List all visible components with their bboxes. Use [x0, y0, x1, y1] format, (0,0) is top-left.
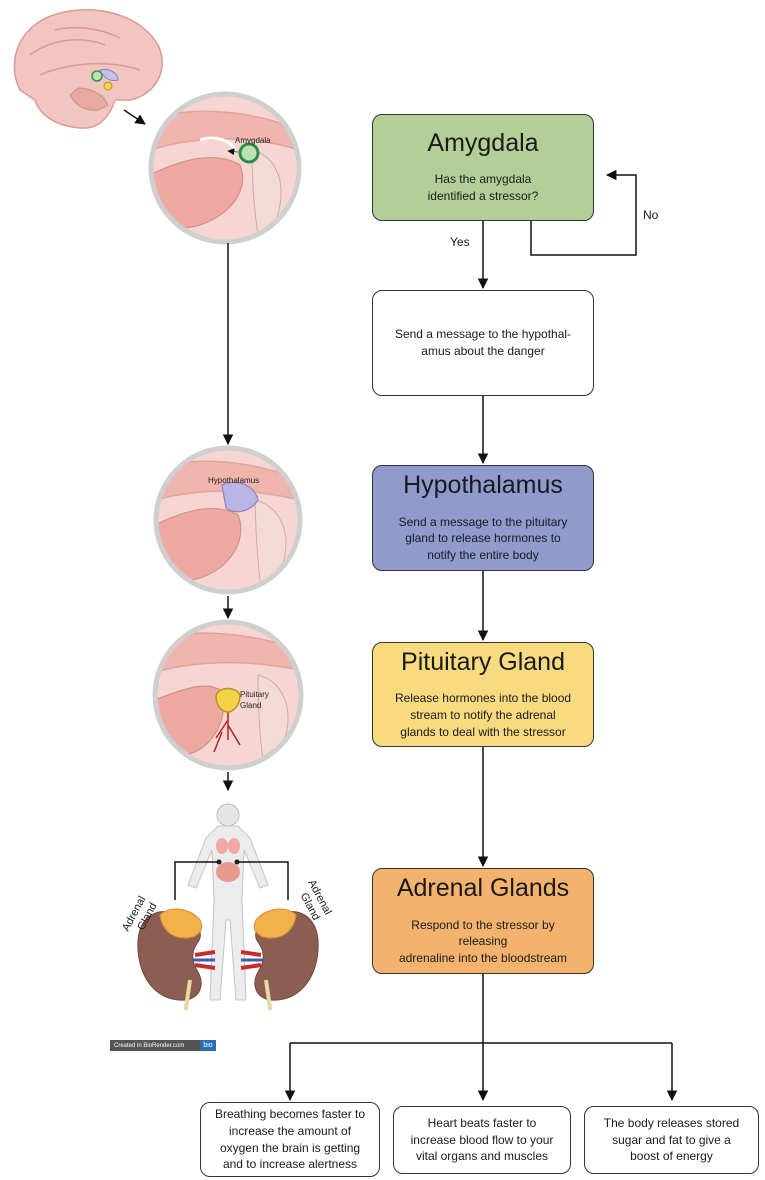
node-adrenal-desc: Respond to the stressor by releasing adr…: [398, 917, 568, 966]
node-amygdala-title: Amygdala: [427, 128, 539, 157]
edge-label-yes: Yes: [450, 235, 470, 249]
node-amygdala-desc: Has the amygdala identified a stressor?: [427, 172, 539, 204]
node-adrenal-glands: Adrenal Glands Respond to the stressor b…: [372, 868, 594, 974]
zoom-arrow: [123, 109, 146, 125]
node-adrenal-title: Adrenal Glands: [396, 874, 570, 903]
amygdala-illustration-label: Amygdala: [235, 136, 271, 145]
pituitary-zoom-illustration: [152, 619, 304, 771]
node-amygdala: Amygdala Has the amygdala identified a s…: [372, 114, 594, 221]
edge-adrenal-branch: [290, 974, 672, 1044]
biorender-credit-text: Created in BioRender.com: [114, 1043, 185, 1049]
node-pituitary-desc: Release hormones into the blood stream t…: [394, 691, 572, 739]
node-pituitary-title: Pituitary Gland: [401, 647, 565, 676]
outcome-energy-text: The body releases stored sugar and fat t…: [603, 1115, 740, 1164]
node-hypothalamus: Hypothalamus Send a message to the pitui…: [372, 465, 594, 571]
outcome-heart-text: Heart beats faster to increase blood flo…: [410, 1115, 554, 1164]
hypothalamus-zoom-illustration: [153, 445, 303, 595]
amygdala-zoom-illustration: [148, 91, 302, 245]
edge-amygdala-no-loop: [530, 169, 637, 256]
biorender-logo: bio: [200, 1040, 216, 1051]
edge-label-no: No: [643, 208, 659, 222]
node-send-message: Send a message to the hypothal- amus abo…: [372, 290, 594, 396]
outcome-heart: Heart beats faster to increase blood flo…: [393, 1106, 571, 1174]
node-hypothalamus-title: Hypothalamus: [403, 471, 563, 500]
brain-overview-illustration: [13, 9, 163, 129]
outcome-breathing: Breathing becomes faster to increase the…: [200, 1102, 380, 1177]
outcome-breathing-text: Breathing becomes faster to increase the…: [214, 1106, 366, 1172]
outcome-energy: The body releases stored sugar and fat t…: [584, 1106, 759, 1174]
hypothalamus-illustration-label: Hypothalamus: [208, 476, 259, 485]
node-send-message-desc: Send a message to the hypothal- amus abo…: [394, 327, 572, 358]
body-kidneys-illustration: [137, 803, 319, 1011]
node-hypothalamus-desc: Send a message to the pituitary gland to…: [398, 514, 568, 563]
node-pituitary-gland: Pituitary Gland Release hormones into th…: [372, 642, 594, 747]
biorender-credit: Created in BioRender.com bio: [110, 1040, 216, 1051]
